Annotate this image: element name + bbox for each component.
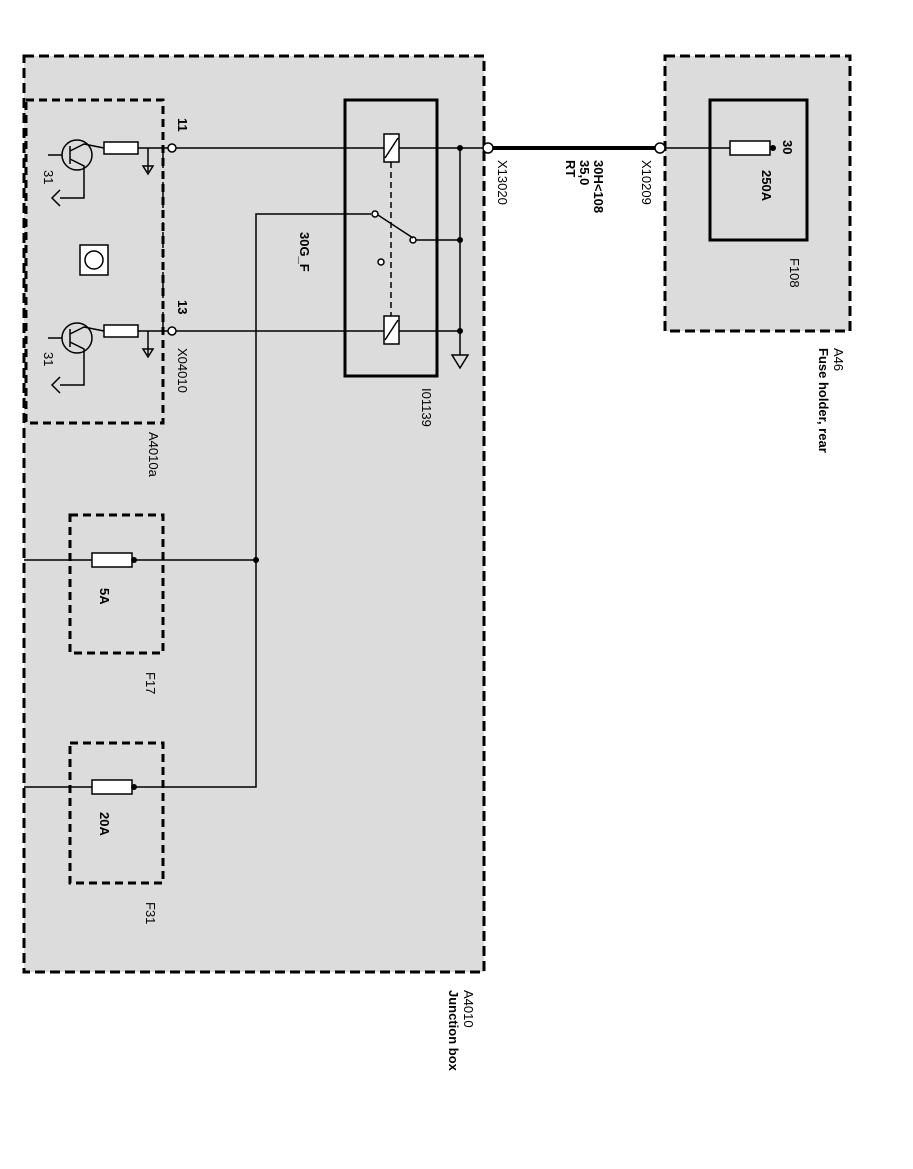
relay-contact-nc: [377, 258, 385, 266]
cable-line3: RT: [563, 160, 578, 177]
fuse-f31-rating: 20A: [97, 812, 112, 836]
junction-dot-1: [457, 145, 463, 151]
resistor-top-lead: [138, 147, 170, 172]
resistor-bottom-lead: [138, 330, 170, 355]
junction-dot-f17: [253, 557, 259, 563]
connector-x10209-label: X10209: [639, 160, 654, 205]
transistor-top-ground: [50, 189, 61, 207]
fuse-f17-body: [91, 552, 133, 568]
cable-line1: 30H<108: [591, 160, 606, 213]
sensor-module-frame: [24, 98, 165, 425]
fuse-f108-rating: 250A: [759, 170, 774, 202]
relay-terminal-label: 30G_F: [297, 232, 312, 272]
relay-contact-no: [409, 236, 417, 244]
fuse-f31-dot: [131, 784, 137, 790]
fuse-holder-id: A46: [831, 348, 846, 371]
transistor-bottom-ground: [50, 376, 61, 394]
fuse-f108-id: F108: [787, 258, 802, 288]
cable-line2: 35,0: [577, 160, 592, 185]
relay-switch-blade: [377, 214, 414, 239]
connector-x13020-label: X13020: [495, 160, 510, 205]
pin-13-terminal: [167, 326, 177, 336]
pin-13-label: 13: [175, 300, 190, 314]
junction-box-name: Junction box: [446, 990, 461, 1072]
junction-dot-3: [457, 328, 463, 334]
relay-coil-top-slash: [384, 137, 399, 159]
ground-arrow: [450, 354, 470, 370]
relay-id-label: I01139: [419, 388, 434, 427]
connector-x13020-pin: [482, 142, 494, 154]
junction-box-frame: [22, 54, 486, 974]
ground-label-bottom: 31: [41, 352, 56, 366]
relay-contact-common: [371, 210, 379, 218]
fuse-f17-rating: 5A: [97, 588, 112, 605]
wire-30g-f: [135, 213, 371, 788]
fuse-f108-frame: [708, 98, 809, 242]
resistor-bottom-arrow: [141, 348, 155, 359]
sensor-symbol-inner-icon: [84, 250, 104, 270]
fuse-f108-pin: 30: [780, 140, 795, 154]
fuse-holder-name: Fuse holder, rear: [816, 348, 831, 453]
resistor-top-arrow: [141, 165, 155, 176]
fuse-f108-body: [729, 140, 771, 156]
relay-frame: [343, 98, 439, 378]
resistor-top: [103, 141, 139, 155]
fuse-f17-dot: [131, 557, 137, 563]
resistor-bottom: [103, 324, 139, 338]
fuse-holder-frame: [663, 54, 852, 333]
fuse-f31-id: F31: [143, 902, 158, 924]
pin-11-terminal: [167, 143, 177, 153]
sensor-symbol-icon: [79, 244, 109, 276]
relay-coil-bottom-slash: [384, 319, 399, 341]
connector-x04010-label: X04010: [175, 348, 190, 393]
pin-11-label: 11: [175, 118, 190, 132]
sensor-module-id: A4010a: [146, 432, 161, 478]
connector-x10209-pin: [654, 142, 666, 154]
junction-dot-2: [457, 237, 463, 243]
transistor-top-leads: [48, 143, 105, 199]
junction-box-id: A4010: [461, 990, 476, 1028]
fuse-f17-id: F17: [143, 672, 158, 694]
fuse-f31-frame: [68, 741, 165, 885]
fuse-f108-dot: [770, 145, 776, 151]
fuse-f17-frame: [68, 513, 165, 655]
ground-label-top: 31: [41, 170, 56, 184]
transistor-bottom-leads: [48, 326, 105, 386]
fuse-f31-body: [91, 779, 133, 795]
